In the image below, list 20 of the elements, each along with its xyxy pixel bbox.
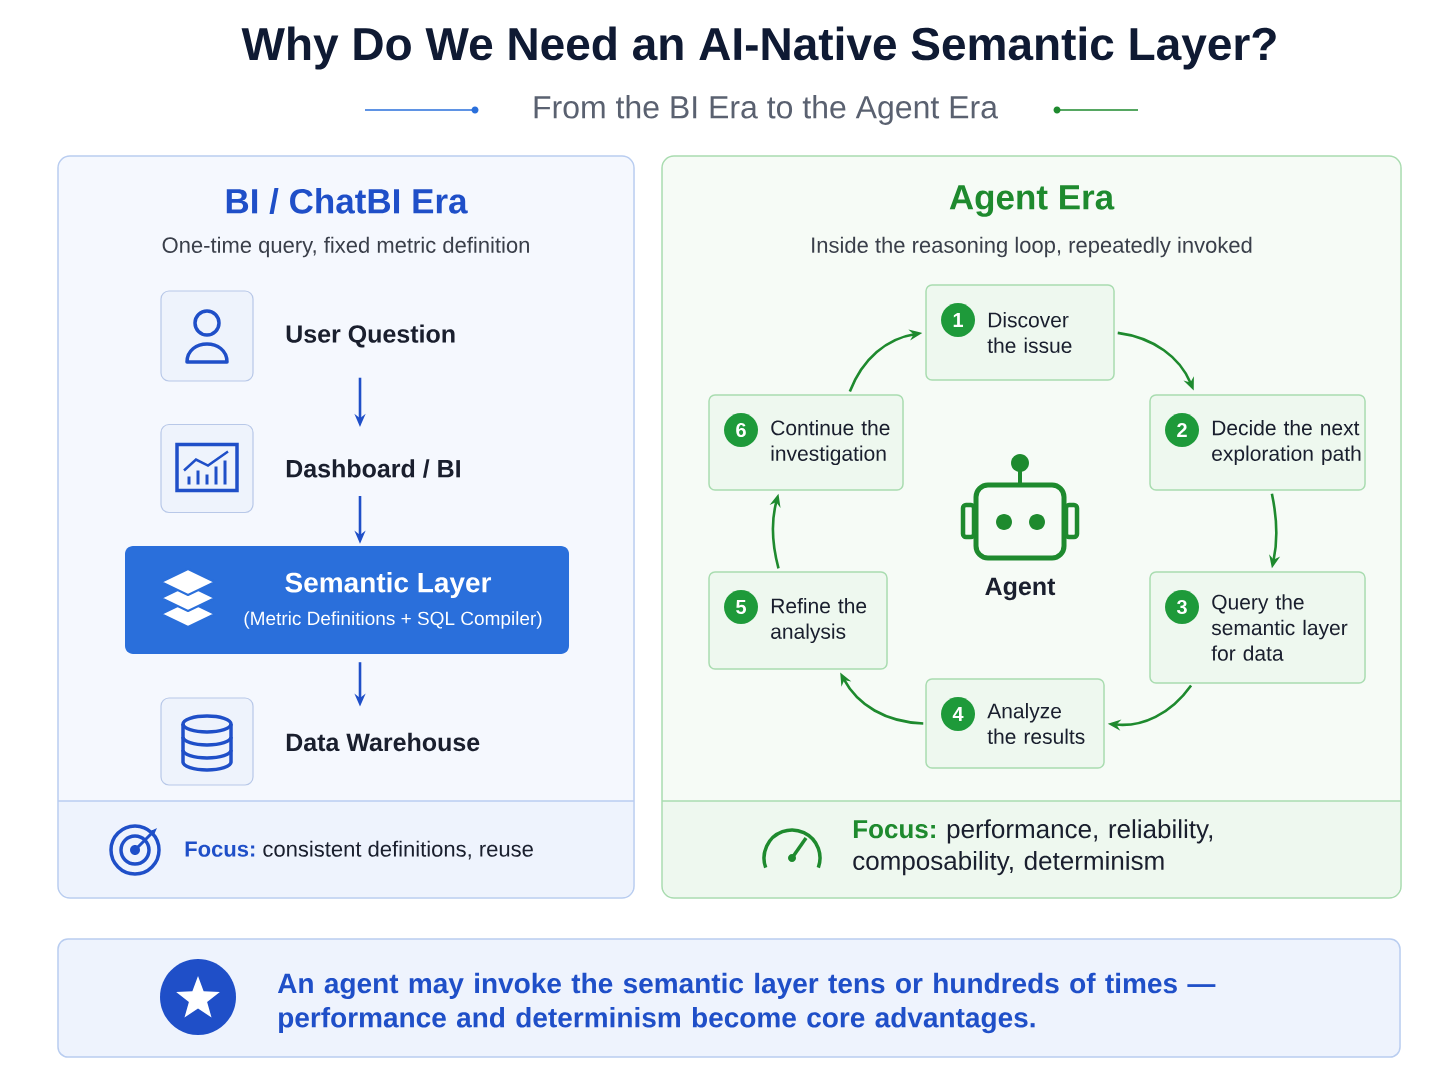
panel-heading: Agent Era — [949, 185, 1115, 217]
number-badge: 5 — [724, 590, 758, 624]
number-badge: 1 — [941, 303, 975, 337]
number-badge: 3 — [1165, 590, 1199, 624]
number-badge: 2 — [1165, 413, 1199, 447]
callout-banner: An agent may invoke the semantic layer tens or hundreds of times — performance and determinism become core advantages. — [57, 938, 1401, 1058]
title: Why Do We Need an AI-Native Semantic Layer? — [241, 26, 1276, 70]
focus-text: Focus: performance, reliability, composability, determinism — [853, 819, 1213, 876]
item-label: Dashboard / BI — [286, 459, 460, 478]
number-badge: 4 — [941, 697, 975, 731]
highlight-box: Semantic Layer (Metric Definitions + SQL Compiler) — [125, 546, 569, 654]
item-label: Data Warehouse — [286, 732, 480, 752]
subtitle: From the BI Era to the Agent Era — [534, 95, 998, 125]
panel-heading: BI / ChatBI Era — [226, 188, 468, 215]
panel-subtitle: Inside the reasoning loop, repeatedly invoked — [812, 236, 1252, 258]
focus-text: Focus: consistent definitions, reuse — [185, 840, 533, 860]
number-badge: 6 — [724, 413, 758, 447]
agent-label: Agent — [985, 577, 1056, 601]
panel-subtitle: One-time query, fixed metric definition — [162, 236, 529, 258]
item-label: User Question — [286, 324, 455, 348]
